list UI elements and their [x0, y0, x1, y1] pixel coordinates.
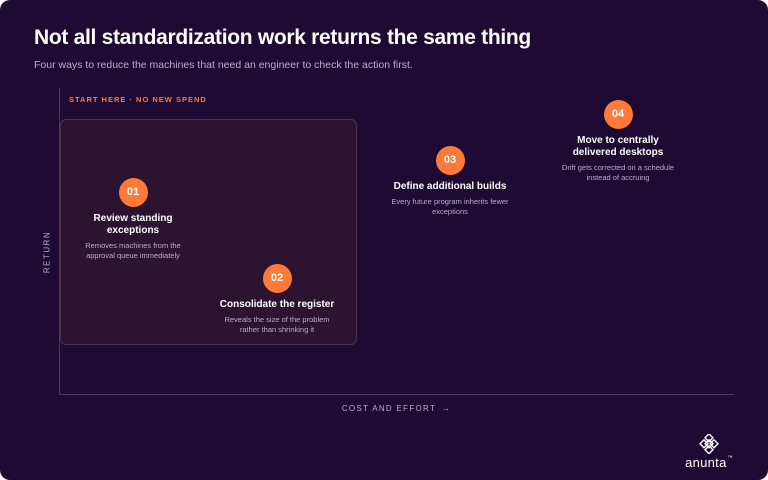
brand-wordmark: anunta™ [681, 455, 737, 470]
y-axis-line [59, 88, 60, 395]
step-title: Consolidate the register [219, 299, 335, 310]
step-description: Removes machines from the approval queue… [85, 241, 181, 260]
x-axis-label: COST AND EFFORT [341, 404, 437, 413]
page-subtitle: Four ways to reduce the machines that ne… [34, 59, 413, 71]
step-number-badge: 02 [262, 264, 292, 293]
y-axis-label: RETURN [42, 230, 52, 274]
step-number-badge: 03 [435, 146, 465, 175]
step-title: Review standing exceptions [93, 213, 173, 236]
step-description: Reveals the size of the problem rather t… [224, 315, 330, 334]
step-04: 04 Move to centrally delivered desktops … [543, 100, 693, 183]
step-number-badge: 04 [603, 100, 633, 129]
zone-label: START HERE · NO NEW SPEND [69, 95, 207, 104]
knot-logo-icon [699, 434, 719, 454]
step-03: 03 Define additional builds Every future… [375, 146, 525, 217]
brand-name: anunta [685, 455, 727, 470]
x-axis-line [59, 394, 734, 395]
step-title: Define additional builds [393, 181, 507, 192]
arrow-right-icon: → [442, 404, 451, 413]
x-axis-label-group: COST AND EFFORT → [342, 404, 450, 413]
step-description: Drift gets corrected on a schedule inste… [561, 163, 675, 182]
page-title: Not all standardization work returns the… [34, 26, 531, 49]
brand-logo: anunta™ [681, 434, 737, 470]
step-number-badge: 01 [118, 178, 148, 207]
step-title: Move to centrally delivered desktops [572, 135, 664, 158]
start-here-zone [60, 119, 357, 345]
trademark-mark: ™ [727, 455, 733, 461]
step-02: 02 Consolidate the register Reveals the … [202, 264, 352, 335]
step-01: 01 Review standing exceptions Removes ma… [58, 178, 208, 261]
step-description: Every future program inherits fewer exce… [391, 197, 509, 216]
